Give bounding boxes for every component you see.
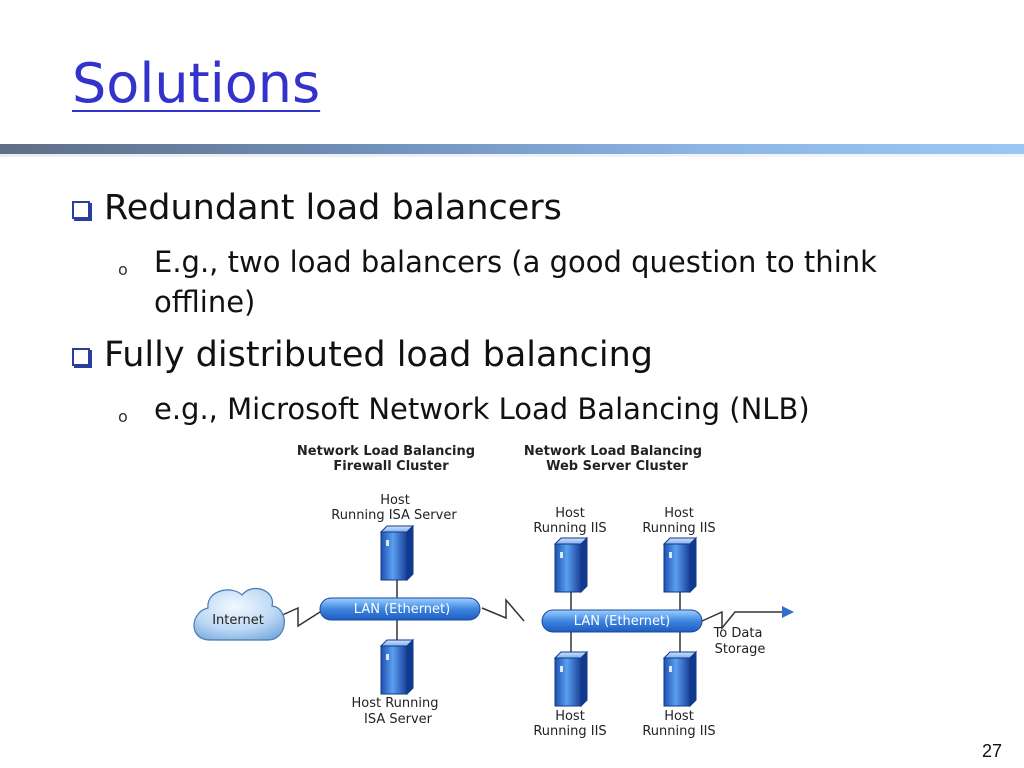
- iis-tl-label-1: Host: [555, 506, 585, 521]
- arrow-icon: [782, 606, 794, 618]
- server-isa-top-icon: [380, 525, 414, 581]
- isa-top-label-1: Host: [380, 493, 410, 508]
- server-iis-tl-icon: [554, 537, 588, 593]
- lan-label-1: LAN (Ethernet): [354, 602, 450, 617]
- lan-label-2: LAN (Ethernet): [574, 614, 670, 629]
- iis-bl-label-1: Host: [555, 709, 585, 724]
- internet-cloud-icon: [193, 587, 285, 641]
- bullet-2-text: Fully distributed load balancing: [104, 335, 654, 375]
- cluster2-subtitle: Web Server Cluster: [546, 459, 688, 474]
- server-iis-bl-icon: [554, 651, 588, 707]
- server-iis-br-icon: [663, 651, 697, 707]
- bullet-2: Fully distributed load balancing: [72, 335, 653, 375]
- page-number: 27: [981, 741, 1002, 761]
- bullet-1: Redundant load balancers: [72, 188, 562, 228]
- title-divider-shadow: [0, 154, 1024, 157]
- sub-bullet-1-text: E.g., two load balancers (a good questio…: [154, 245, 877, 319]
- square-bullet-icon: [72, 201, 90, 219]
- lan-bar-1: [319, 597, 481, 621]
- cluster2-title: Network Load Balancing: [524, 444, 702, 459]
- circle-bullet-icon: o: [118, 407, 128, 426]
- bullet-1-text: Redundant load balancers: [104, 188, 562, 228]
- storage-label-2: Storage: [715, 642, 766, 657]
- iis-br-label-1: Host: [664, 709, 694, 724]
- server-isa-bottom-icon: [380, 639, 414, 695]
- iis-tl-label-2: Running IIS: [533, 521, 606, 536]
- sub-bullet-2: o e.g., Microsoft Network Load Balancing…: [118, 389, 894, 429]
- cluster1-subtitle: Firewall Cluster: [333, 459, 449, 474]
- title-divider: [0, 144, 1024, 154]
- iis-br-label-2: Running IIS: [642, 724, 715, 739]
- slide-title: Solutions: [72, 52, 321, 115]
- iis-tr-label-1: Host: [664, 506, 694, 521]
- lan-bar-2: [541, 609, 703, 633]
- iis-tr-label-2: Running IIS: [642, 521, 715, 536]
- circle-bullet-icon: o: [118, 260, 128, 279]
- iis-bl-label-2: Running IIS: [533, 724, 606, 739]
- internet-label: Internet: [212, 613, 264, 628]
- cluster1-title: Network Load Balancing: [297, 444, 475, 459]
- isa-top-label-2: Running ISA Server: [331, 508, 457, 523]
- square-bullet-icon: [72, 348, 90, 366]
- sub-bullet-2-text: e.g., Microsoft Network Load Balancing (…: [154, 392, 810, 426]
- sub-bullet-1: o E.g., two load balancers (a good quest…: [118, 242, 894, 322]
- storage-label-1: To Data: [713, 626, 763, 641]
- isa-bottom-label-2: ISA Server: [364, 712, 433, 727]
- server-iis-tr-icon: [663, 537, 697, 593]
- isa-bottom-label-1: Host Running: [351, 696, 438, 711]
